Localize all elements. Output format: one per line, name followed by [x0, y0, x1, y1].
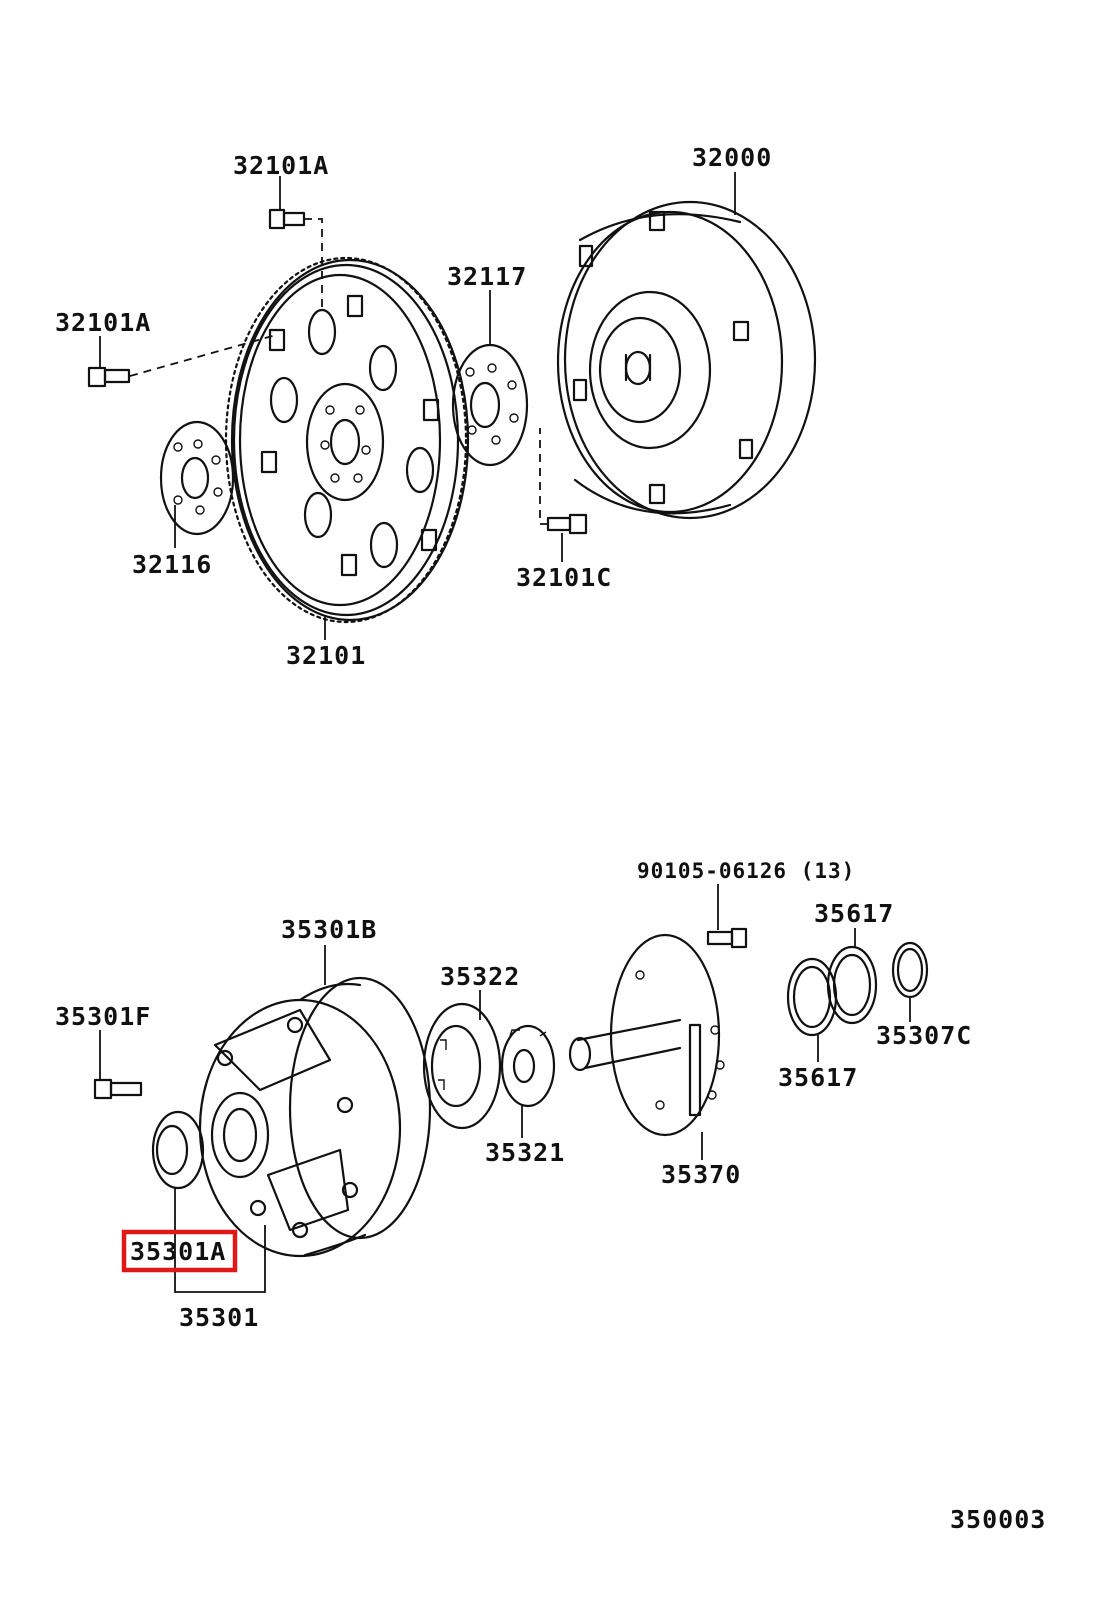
torque-converter	[556, 200, 817, 520]
bolt-32101A-top	[268, 208, 323, 312]
label-32101A-top[interactable]: 32101A	[233, 151, 329, 180]
bolt-32101C	[539, 428, 588, 535]
driven-gear-35322	[422, 1002, 502, 1130]
spacer-plate-32116	[159, 420, 235, 536]
label-35617-top[interactable]: 35617	[814, 899, 894, 928]
label-32101A-left[interactable]: 32101A	[55, 308, 151, 337]
label-35617-bottom[interactable]: 35617	[778, 1063, 858, 1092]
label-35321[interactable]: 35321	[485, 1138, 565, 1167]
label-35307C[interactable]: 35307C	[876, 1021, 972, 1050]
ring-35307C	[891, 941, 929, 999]
seal-ring-35617-b	[826, 945, 878, 1025]
oil-seal	[151, 1110, 205, 1190]
label-35322[interactable]: 35322	[440, 962, 520, 991]
drive-gear-35321	[500, 1024, 556, 1108]
label-32116[interactable]: 32116	[132, 550, 212, 579]
diagram-id: 350003	[950, 1505, 1046, 1534]
oil-pump-body	[198, 976, 432, 1258]
bolt-90105	[706, 927, 748, 949]
drive-plate	[224, 256, 470, 624]
label-35301A[interactable]: 35301A	[130, 1237, 226, 1266]
label-35370[interactable]: 35370	[661, 1160, 741, 1189]
label-90105-06126[interactable]: 90105-06126 (13)	[637, 859, 855, 883]
highlight-box-35301A	[121, 1229, 238, 1273]
bolt-35301F	[93, 1078, 143, 1100]
label-32000[interactable]: 32000	[692, 143, 772, 172]
label-32101C[interactable]: 32101C	[516, 563, 612, 592]
label-32117[interactable]: 32117	[447, 262, 527, 291]
label-35301[interactable]: 35301	[179, 1303, 259, 1332]
label-35301F[interactable]: 35301F	[55, 1002, 151, 1031]
label-32101[interactable]: 32101	[286, 641, 366, 670]
stator-shaft	[568, 933, 725, 1137]
bolt-32101A-left	[87, 334, 277, 388]
label-35301B[interactable]: 35301B	[281, 915, 377, 944]
